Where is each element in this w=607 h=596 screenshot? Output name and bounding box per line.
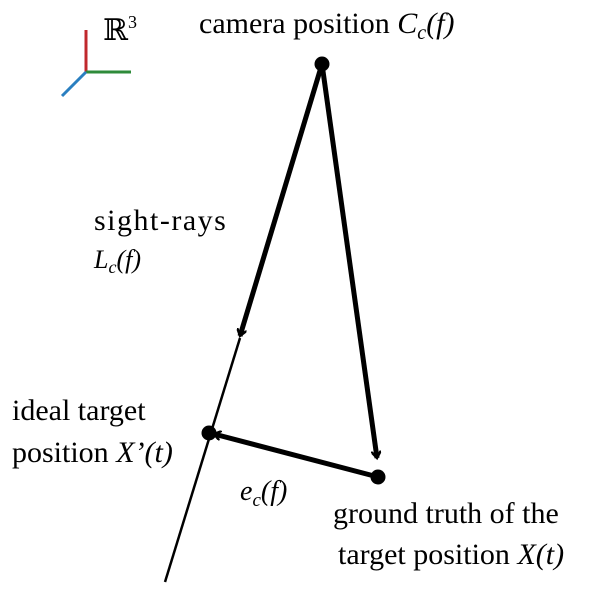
ideal-label-line2: position X’(t): [12, 436, 173, 469]
rays-arg: (f): [116, 245, 141, 274]
ideal-label-line1: ideal target: [12, 394, 146, 427]
ideal-var: X’: [115, 436, 144, 469]
camera-var: C: [397, 7, 418, 40]
rays-var: L: [93, 245, 108, 274]
ideal-target-point: [201, 425, 217, 441]
camera-label: camera position Cc(f): [199, 7, 455, 44]
space-exponent: 3: [128, 12, 137, 32]
truth-label-line2: target position X(t): [338, 538, 564, 571]
error-arrow: [214, 434, 379, 480]
truth-arrow: [319, 63, 377, 458]
error-var: e: [240, 476, 252, 507]
error-arg: (f): [261, 476, 287, 507]
error-sub: c: [252, 490, 261, 511]
space-symbol: ℝ: [103, 14, 129, 47]
camera-arg: (f): [426, 7, 454, 40]
truth-var: X: [516, 538, 537, 571]
axis-diagonal: [60, 70, 88, 98]
rays-sub: c: [108, 257, 116, 277]
error-label: ec(f): [240, 476, 287, 511]
truth-label-line1: ground truth of the: [333, 497, 559, 530]
ideal-text: position: [12, 436, 116, 469]
coordinate-axes-icon: [60, 30, 131, 98]
camera-point: [314, 56, 330, 72]
ground-truth-point: [370, 469, 386, 485]
rays-formula: Lc(f): [93, 245, 141, 277]
camera-sub: c: [417, 22, 426, 44]
sight-ray-line: [163, 337, 242, 583]
rays-label: sight-rays: [94, 204, 227, 237]
truth-text: target position: [338, 538, 517, 571]
camera-label-text: camera position: [199, 7, 397, 40]
space-label: ℝ3: [103, 12, 137, 47]
ray-arrow: [240, 63, 325, 336]
truth-arg: (t): [536, 538, 564, 571]
ideal-arg: (t): [145, 436, 173, 469]
